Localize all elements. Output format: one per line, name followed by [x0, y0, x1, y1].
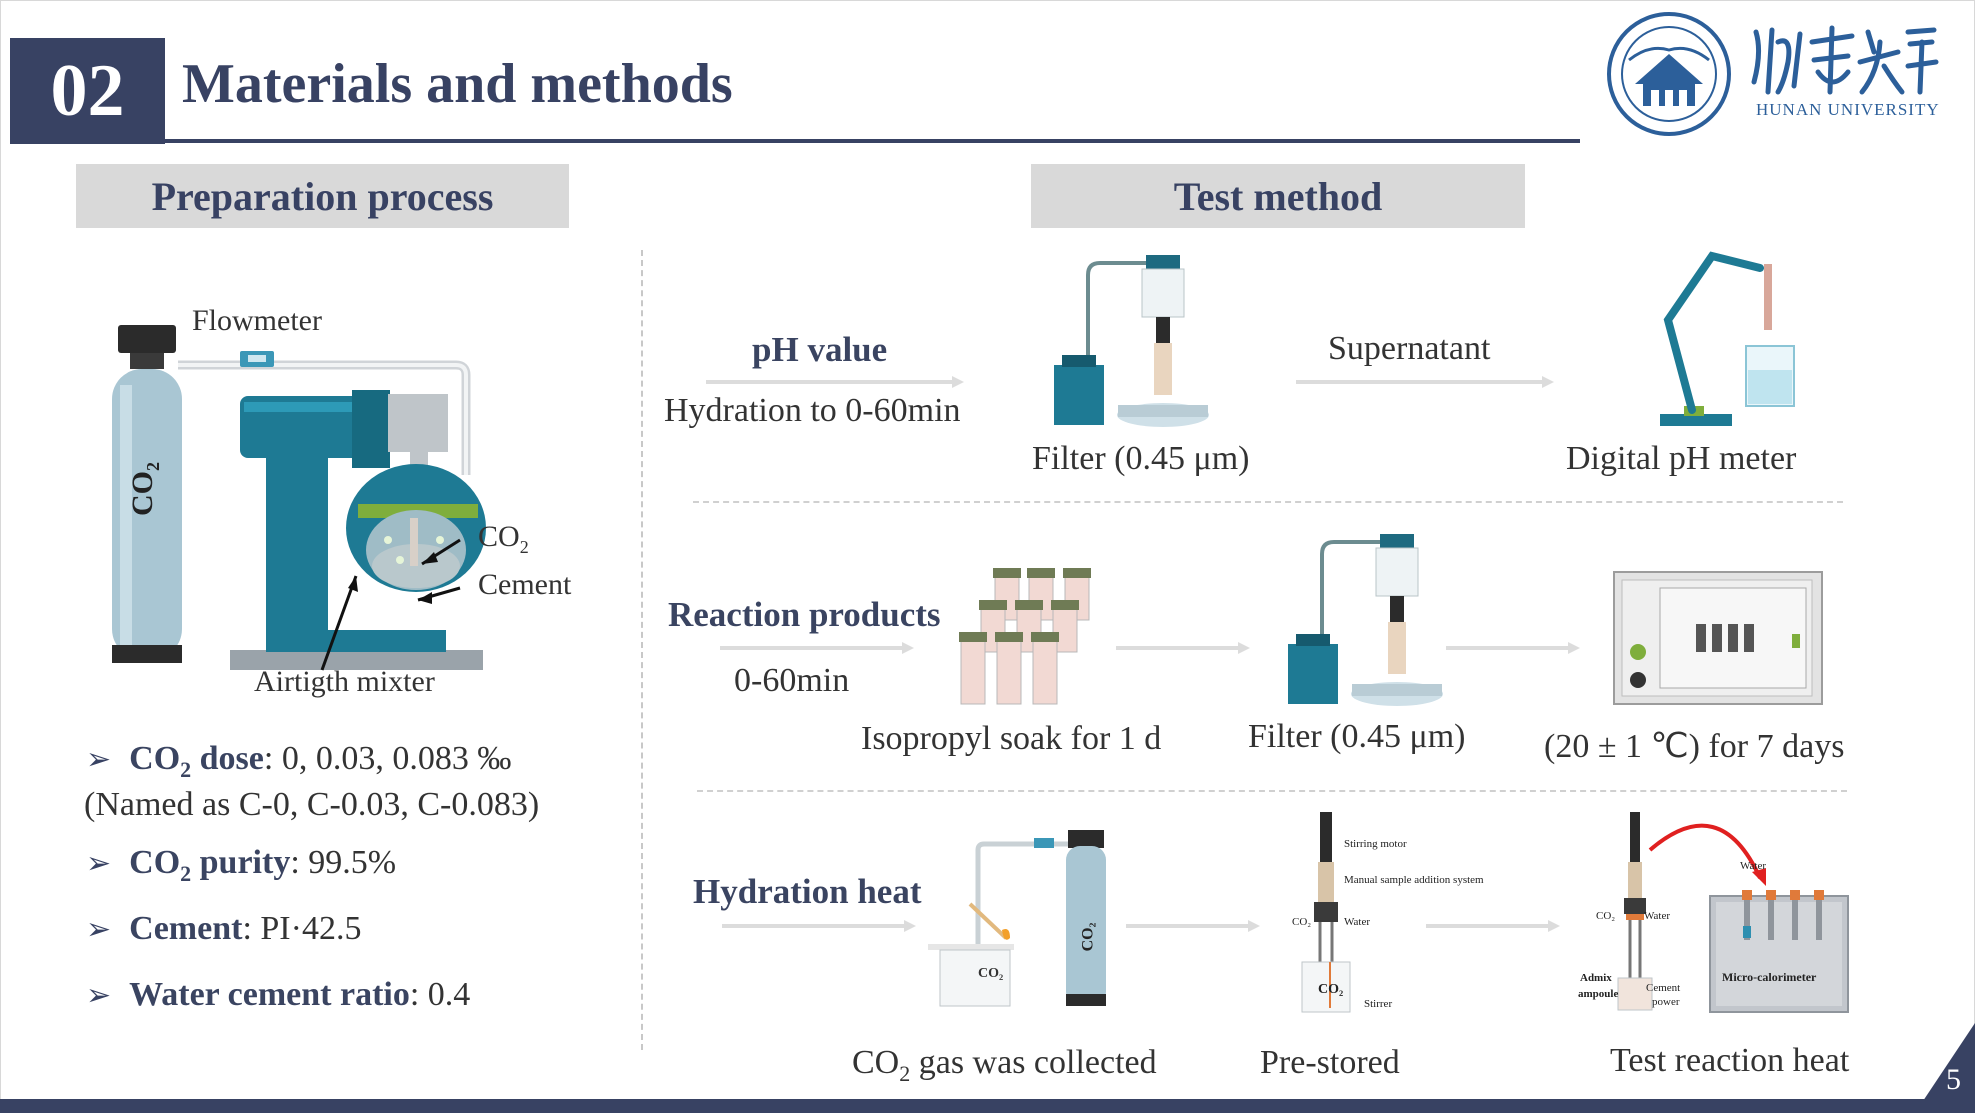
preparation-process-heading: Preparation process [76, 164, 569, 228]
stirrer-label: Stirrer [1364, 998, 1393, 1010]
co2-cylinder-icon [112, 325, 182, 663]
co2-small-label: CO₂ [1292, 916, 1312, 928]
filter-icon [1288, 534, 1443, 706]
stirring-motor-label: Stirring motor [1344, 838, 1407, 850]
sample-tubes-icon [959, 568, 1091, 705]
university-seal-icon [1607, 12, 1731, 136]
reaction-heat-apparatus-icon [1617, 812, 1849, 1013]
arrow-right-icon [722, 920, 916, 932]
page-corner-shape [1915, 1023, 1975, 1113]
gas-pipe-icon [178, 360, 471, 475]
flowmeter-icon [240, 351, 274, 367]
arrow-pointers-icon [320, 538, 461, 671]
water-small-label: Water [1344, 916, 1370, 928]
bullet-cement: ➢Cement: PI·42.5 [86, 910, 362, 947]
co2-small-label-2: CO₂ [1596, 910, 1616, 922]
footer-bar [0, 1099, 1975, 1113]
mixer-machine-icon [230, 390, 486, 670]
oven-icon [1613, 571, 1823, 705]
cement-small-label: Cement [1646, 982, 1681, 994]
university-calligraphy-icon [1751, 25, 1939, 95]
arrow-right-icon [706, 376, 964, 388]
arrow-right-icon [1116, 642, 1250, 654]
admix-label: Admix [1580, 972, 1612, 984]
water-top-label: Water [1740, 860, 1766, 872]
section-number: 02 [10, 38, 165, 144]
ph-subtitle: Hydration to 0-60min [664, 392, 961, 429]
cylinder-co2-small-label: CO₂ [1079, 922, 1097, 952]
filter-icon [1054, 255, 1209, 427]
co2-collected-label: CO2 gas was collected [852, 1044, 1157, 1086]
isopropyl-soak-label: Isopropyl soak for 1 d [861, 720, 1162, 757]
named-as-text: (Named as C-0, C-0.03, C-0.083) [84, 786, 540, 823]
page-number: 5 [1946, 1063, 1961, 1096]
ph-title: pH value [752, 330, 888, 369]
mixer-cement-label: Cement [478, 568, 572, 601]
ampoule-label: ampoule [1578, 988, 1619, 1000]
arrow-right-icon [1426, 920, 1560, 932]
water-small-label-2: Water [1644, 910, 1670, 922]
reaction-subtitle: 0-60min [734, 662, 850, 699]
mixer-label: Airtigth mixter [254, 665, 435, 698]
reaction-filter-label: Filter (0.45 μm) [1248, 718, 1466, 755]
column-divider [641, 250, 643, 1050]
ph-meter-label: Digital pH meter [1566, 440, 1797, 477]
bullet-water-cement-ratio: ➢Water cement ratio: 0.4 [86, 976, 471, 1013]
calorimeter-label: Micro-calorimeter [1722, 970, 1817, 984]
hydration-heat-title: Hydration heat [693, 872, 922, 911]
row-divider [693, 501, 1843, 503]
supernatant-label: Supernatant [1328, 330, 1491, 367]
page-title: Materials and methods [182, 53, 733, 115]
title-underline [165, 139, 1580, 143]
mixer-co2-label: CO2 [478, 520, 529, 557]
power-small-label: power [1652, 996, 1680, 1008]
arrow-right-icon [720, 642, 914, 654]
bullet-co2-purity: ➢CO2 purity: 99.5% [86, 844, 397, 886]
ph-filter-label: Filter (0.45 μm) [1032, 440, 1250, 477]
arrow-right-icon [1446, 642, 1580, 654]
beaker-co2-label: CO₂ [978, 966, 1004, 981]
arrow-right-icon [1126, 920, 1260, 932]
test-reaction-heat-label: Test reaction heat [1610, 1042, 1850, 1079]
bullet-co2-dose: ➢CO2 dose: 0, 0.03, 0.083 ‰ [86, 740, 512, 782]
arrow-right-icon [1296, 376, 1554, 388]
gas-collection-icon [928, 830, 1106, 1007]
prestored-apparatus-icon [1301, 812, 1351, 1013]
university-name: HUNAN UNIVERSITY [1756, 100, 1940, 119]
vessel-co2-label: CO₂ [1318, 982, 1344, 997]
manual-addition-label: Manual sample addition system [1344, 874, 1484, 886]
reaction-title: Reaction products [668, 595, 941, 634]
ph-meter-icon [1660, 251, 1795, 426]
flowmeter-label: Flowmeter [192, 304, 322, 337]
row-divider [697, 790, 1847, 792]
oven-condition-label: (20 ± 1 ℃) for 7 days [1544, 728, 1845, 765]
cylinder-co2-label: CO2 [126, 462, 163, 516]
test-method-heading: Test method [1031, 164, 1525, 228]
prestored-label: Pre-stored [1260, 1044, 1400, 1081]
